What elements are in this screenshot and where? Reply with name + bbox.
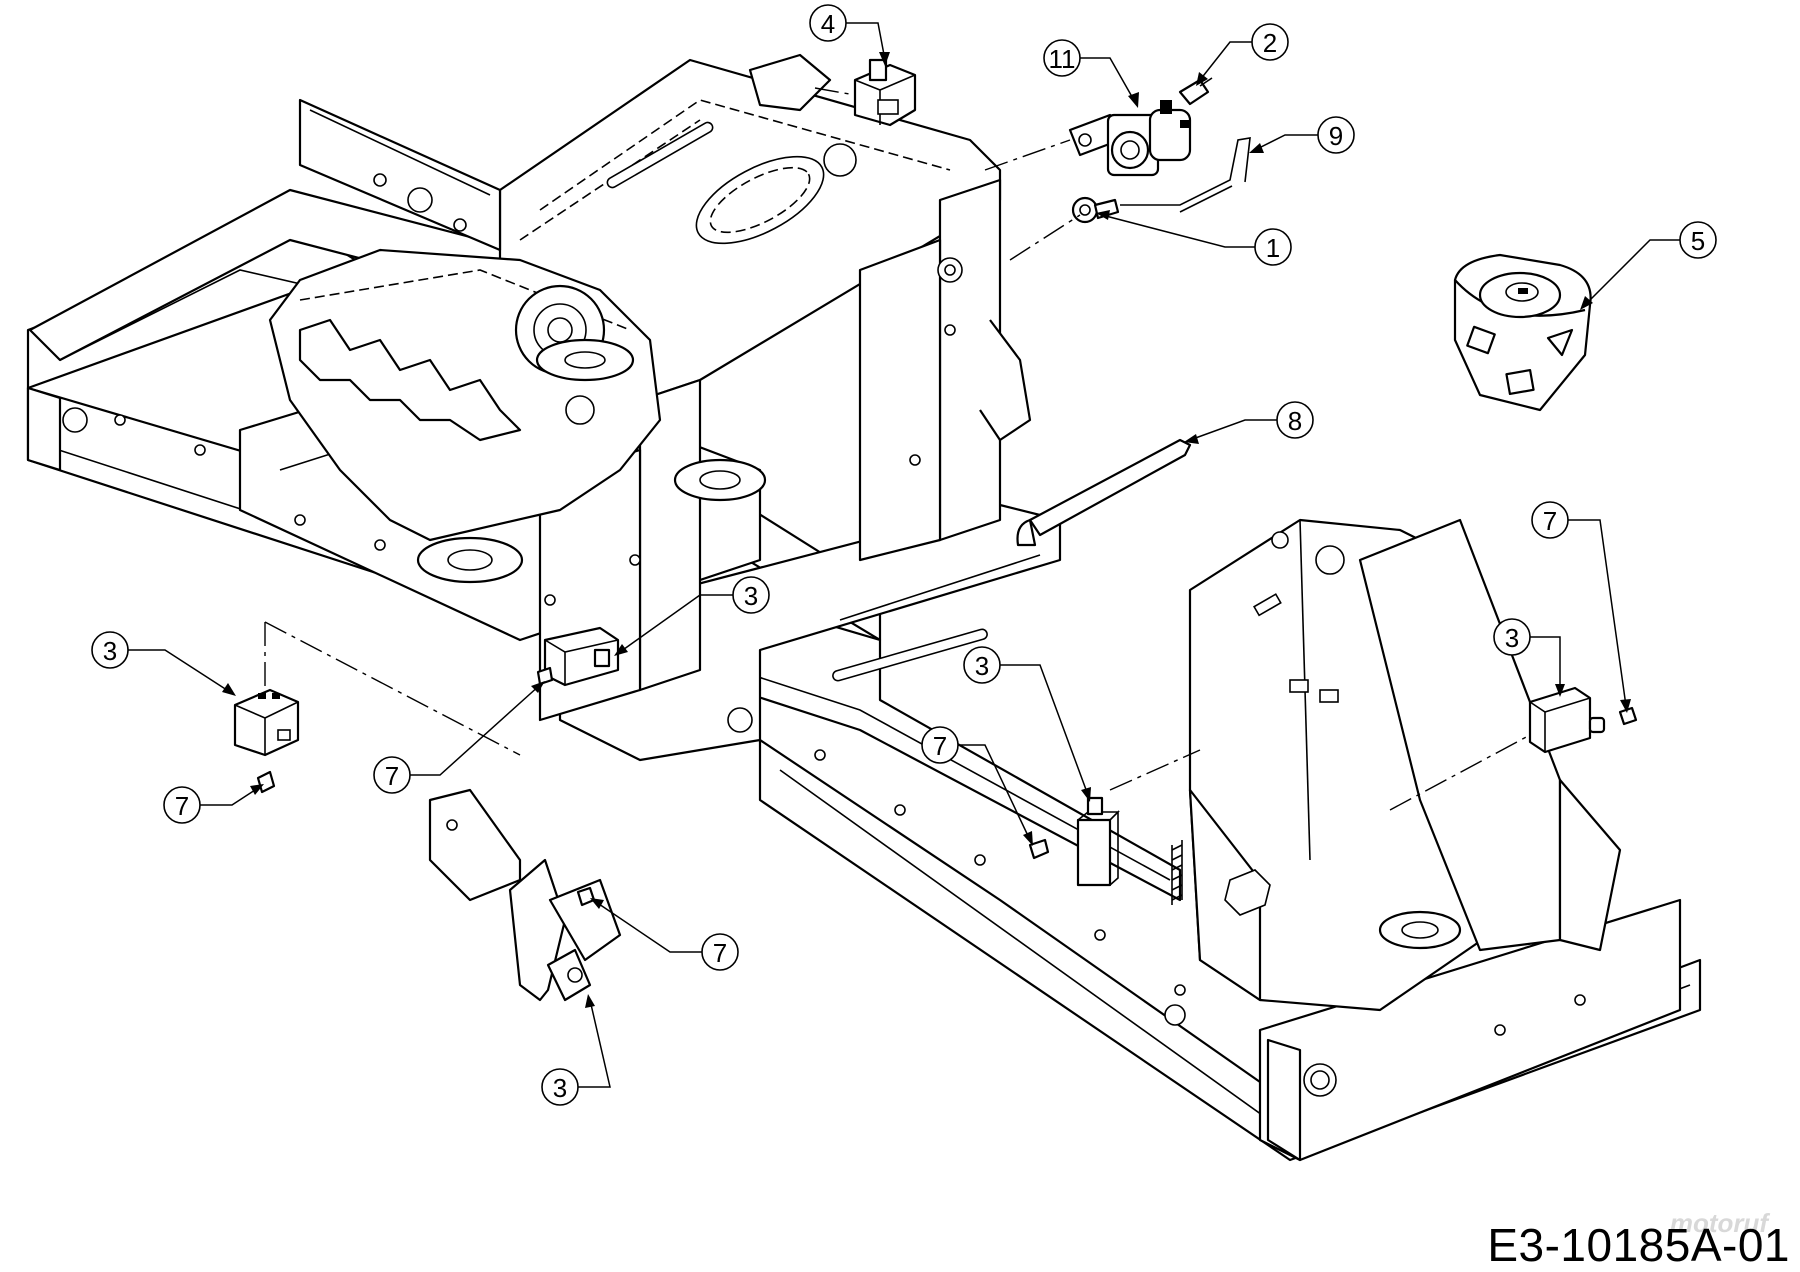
callout-7c: 7 xyxy=(921,726,1033,846)
callout-7e-number: 7 xyxy=(1543,506,1557,536)
callout-3a: 3 xyxy=(91,631,236,696)
part-8-link-rod xyxy=(1016,438,1192,547)
callout-3c: 3 xyxy=(963,646,1091,802)
callout-3a-number: 3 xyxy=(103,636,117,666)
part-3-switch-right xyxy=(1528,686,1606,754)
callout-7c-number: 7 xyxy=(933,731,947,761)
callout-8: 8 xyxy=(1184,401,1314,444)
callout-8-number: 8 xyxy=(1288,406,1302,436)
assembly-center-lines xyxy=(264,87,1531,811)
part-5-ignition-switch xyxy=(1453,253,1592,412)
callout-9: 9 xyxy=(1249,116,1355,154)
callouts: 4 11 2 9 1 xyxy=(91,4,1717,1106)
part-9-rod xyxy=(1120,137,1251,213)
callout-4-number: 4 xyxy=(821,9,835,39)
callout-4: 4 xyxy=(809,4,890,66)
part-2-screw xyxy=(1178,77,1213,106)
callout-1-number: 1 xyxy=(1266,233,1280,263)
callout-3b-number: 3 xyxy=(744,581,758,611)
watermark-logo: motoruf xyxy=(1670,1208,1771,1238)
callout-5: 5 xyxy=(1580,221,1717,310)
part-1-clip xyxy=(1071,196,1120,224)
callout-1: 1 xyxy=(1096,210,1292,266)
callout-7a: 7 xyxy=(373,681,545,794)
callout-5-number: 5 xyxy=(1691,226,1705,256)
callout-7a-number: 7 xyxy=(385,761,399,791)
callout-3b: 3 xyxy=(614,576,770,656)
callout-3e-number: 3 xyxy=(553,1073,567,1103)
callout-11-number: 11 xyxy=(1049,44,1076,74)
callout-11: 11 xyxy=(1043,39,1139,108)
callout-7d-number: 7 xyxy=(713,938,727,968)
part-3-switch-plunger xyxy=(1076,796,1120,887)
callout-2: 2 xyxy=(1196,23,1289,86)
floor-details xyxy=(416,338,767,584)
callout-7b: 7 xyxy=(163,784,264,824)
watermark-text: motoruf xyxy=(1670,1208,1771,1238)
steering-sector-plate xyxy=(268,248,662,542)
callout-3c-number: 3 xyxy=(975,651,989,681)
part-3-bracket-lower xyxy=(428,788,622,1002)
part-3-switch-left xyxy=(233,688,300,757)
coil-spring xyxy=(1171,840,1183,905)
part-11-solenoid xyxy=(1068,100,1192,177)
callout-7b-number: 7 xyxy=(175,791,189,821)
figure-reference-code: E3-10185A-01 xyxy=(1487,1219,1790,1271)
callout-2-number: 2 xyxy=(1263,28,1277,58)
callout-9-number: 9 xyxy=(1329,121,1343,151)
callout-3e: 3 xyxy=(541,994,611,1106)
callout-3d: 3 xyxy=(1493,618,1565,697)
part-4-switch xyxy=(853,58,917,127)
callout-7d: 7 xyxy=(590,898,739,971)
callout-7e: 7 xyxy=(1531,501,1631,713)
callout-3d-number: 3 xyxy=(1505,623,1519,653)
right-side-housing xyxy=(1188,518,1622,1012)
